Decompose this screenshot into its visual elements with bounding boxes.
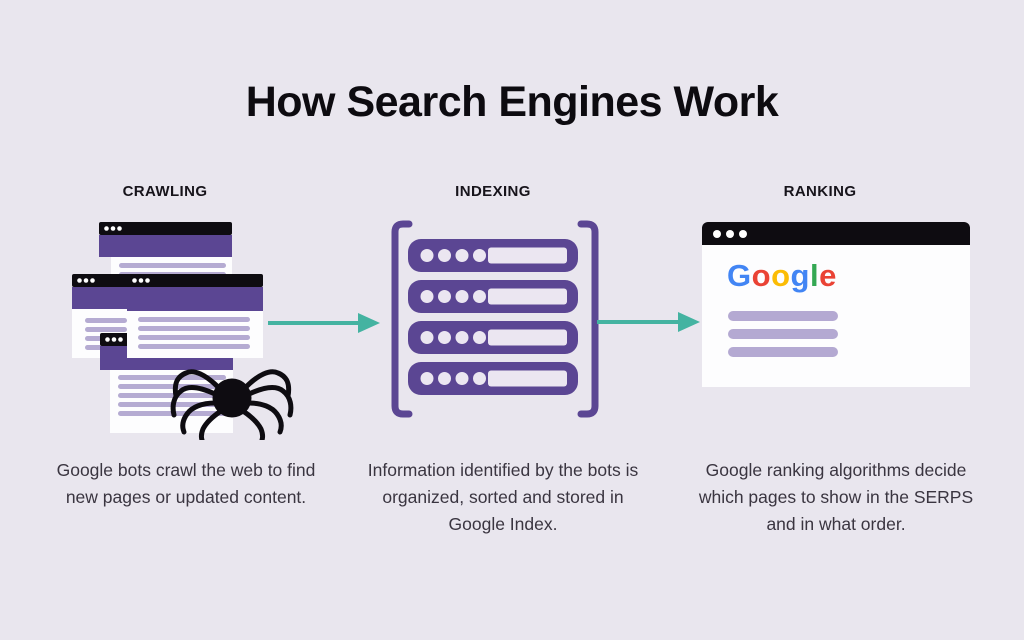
left-bracket-icon — [391, 220, 413, 418]
stage-label-crawling: CRAWLING — [122, 183, 208, 200]
serp-result-line — [728, 347, 838, 357]
google-logo: Google — [727, 258, 837, 294]
page-title: How Search Engines Work — [245, 78, 779, 126]
stage-description-ranking: Google ranking algorithms decide which p… — [698, 460, 974, 534]
server-row-icon — [408, 280, 578, 313]
google-logo-letter: g — [790, 258, 810, 293]
browser-windows-spider-icon — [72, 222, 294, 440]
window-titlebar — [702, 222, 970, 245]
browser-window-icon — [127, 274, 263, 358]
stage-label-indexing: INDEXING — [455, 183, 531, 200]
serp-result-line — [728, 311, 838, 321]
flow-arrow-crawling-to-indexing — [268, 313, 380, 333]
server-stack-brackets-icon — [391, 220, 599, 418]
stage-description-crawling: Google bots crawl the web to find new pa… — [56, 460, 316, 507]
window-dot-icon — [739, 230, 747, 238]
flow-arrow-indexing-to-ranking — [597, 312, 700, 332]
window-dot-icon — [726, 230, 734, 238]
google-logo-letter: o — [751, 258, 772, 293]
server-row-icon — [408, 362, 578, 395]
google-logo-letter: o — [771, 258, 791, 293]
server-row-icon — [408, 321, 578, 354]
server-row-icon — [408, 239, 578, 272]
google-serp-window-icon: Google — [702, 222, 970, 387]
google-logo-letter: G — [727, 258, 752, 293]
window-dot-icon — [713, 230, 721, 238]
stage-description-indexing: Information identified by the bots is or… — [367, 460, 639, 534]
stage-label-ranking: RANKING — [783, 183, 857, 200]
spider-icon — [170, 369, 294, 440]
google-logo-letter: e — [819, 258, 837, 293]
serp-result-line — [728, 329, 838, 339]
right-bracket-icon — [577, 220, 599, 418]
google-logo-letter: l — [809, 258, 820, 293]
